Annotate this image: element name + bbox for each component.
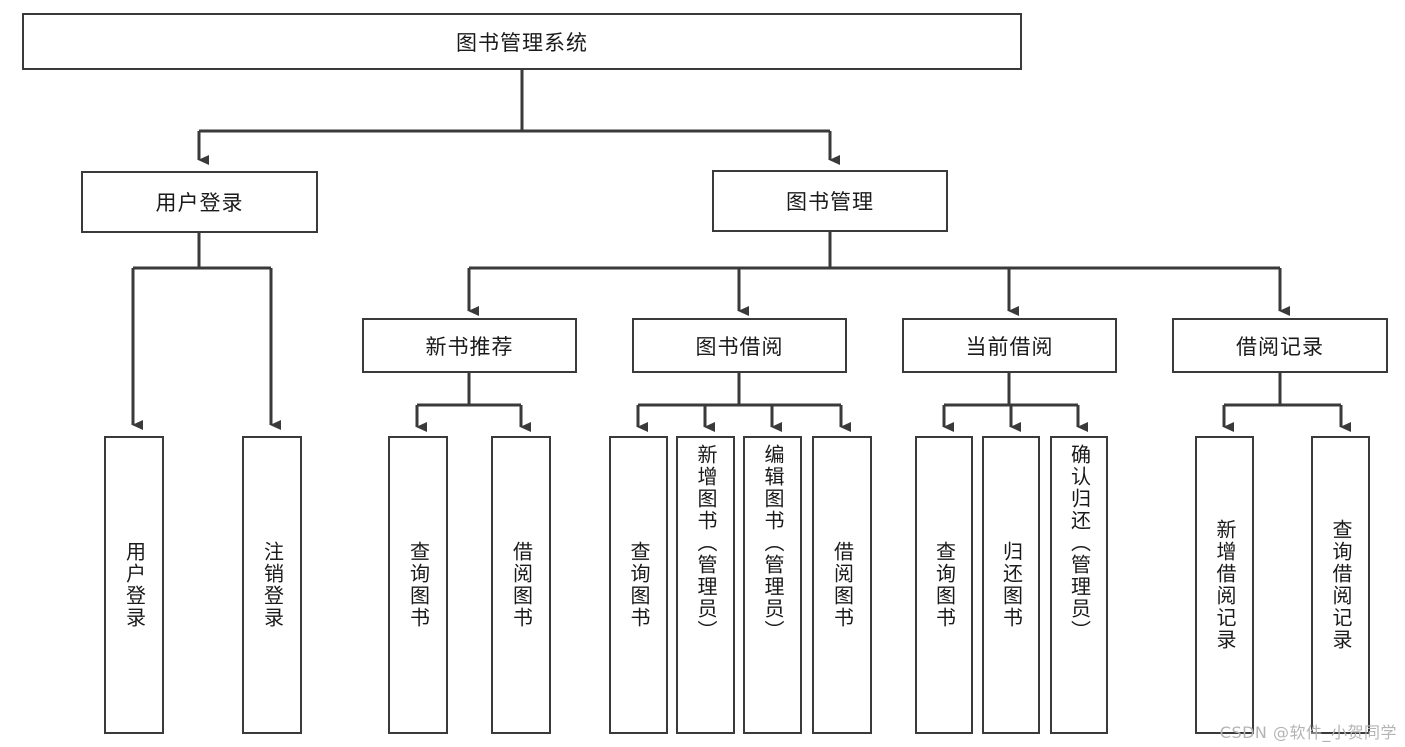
leaf-record-add-record[interactable]: 新增借阅记录 [1195,436,1254,734]
node-label: 归还图书 [999,541,1024,629]
node-label: 注销登录 [260,541,285,629]
node-label: 图书管理系统 [456,30,588,55]
leaf-current-query-book[interactable]: 查询图书 [915,436,973,734]
node-borrow-record[interactable]: 借阅记录 [1172,318,1388,373]
node-root-system[interactable]: 图书管理系统 [22,13,1022,70]
leaf-user-logout[interactable]: 注销登录 [242,436,302,734]
leaf-user-login[interactable]: 用户登录 [104,436,164,734]
node-new-book-recommend[interactable]: 新书推荐 [362,318,577,373]
watermark-text: CSDN @软件_小贺同学 [1219,723,1397,742]
node-label: 新增图书（管理员） [694,444,718,642]
leaf-current-confirm-return-admin[interactable]: 确认归还（管理员） [1050,436,1108,734]
node-label: 新书推荐 [425,334,514,359]
node-label: 编辑图书（管理员） [761,444,785,642]
node-label: 查询借阅记录 [1329,519,1353,651]
node-label: 用户登录 [155,191,244,215]
leaf-borrow-add-book-admin[interactable]: 新增图书（管理员） [676,436,735,734]
node-label: 借阅图书 [509,541,534,629]
leaf-borrow-borrow-book[interactable]: 借阅图书 [812,436,872,734]
node-label: 图书借阅 [695,334,784,359]
node-label: 确认归还（管理员） [1067,444,1092,642]
node-label: 用户登录 [122,541,147,629]
leaf-current-return-book[interactable]: 归还图书 [982,436,1040,734]
leaf-borrow-edit-book-admin[interactable]: 编辑图书（管理员） [743,436,802,734]
node-book-borrow[interactable]: 图书借阅 [632,318,847,373]
node-label: 当前借阅 [965,334,1054,359]
node-label: 查询图书 [627,541,651,629]
node-label: 查询图书 [932,541,957,629]
leaf-borrow-query-book[interactable]: 查询图书 [609,436,668,734]
leaf-recommend-query-book[interactable]: 查询图书 [388,436,448,734]
node-label: 借阅图书 [830,541,855,629]
node-label: 新增借阅记录 [1213,519,1237,651]
node-current-borrow[interactable]: 当前借阅 [902,318,1117,373]
node-label: 图书管理 [786,190,874,214]
node-label: 查询图书 [406,541,431,629]
leaf-record-query-record[interactable]: 查询借阅记录 [1311,436,1370,734]
leaf-recommend-borrow-book[interactable]: 借阅图书 [491,436,551,734]
node-book-management[interactable]: 图书管理 [712,170,948,232]
node-label: 借阅记录 [1236,334,1324,359]
node-user-login[interactable]: 用户登录 [81,171,318,233]
